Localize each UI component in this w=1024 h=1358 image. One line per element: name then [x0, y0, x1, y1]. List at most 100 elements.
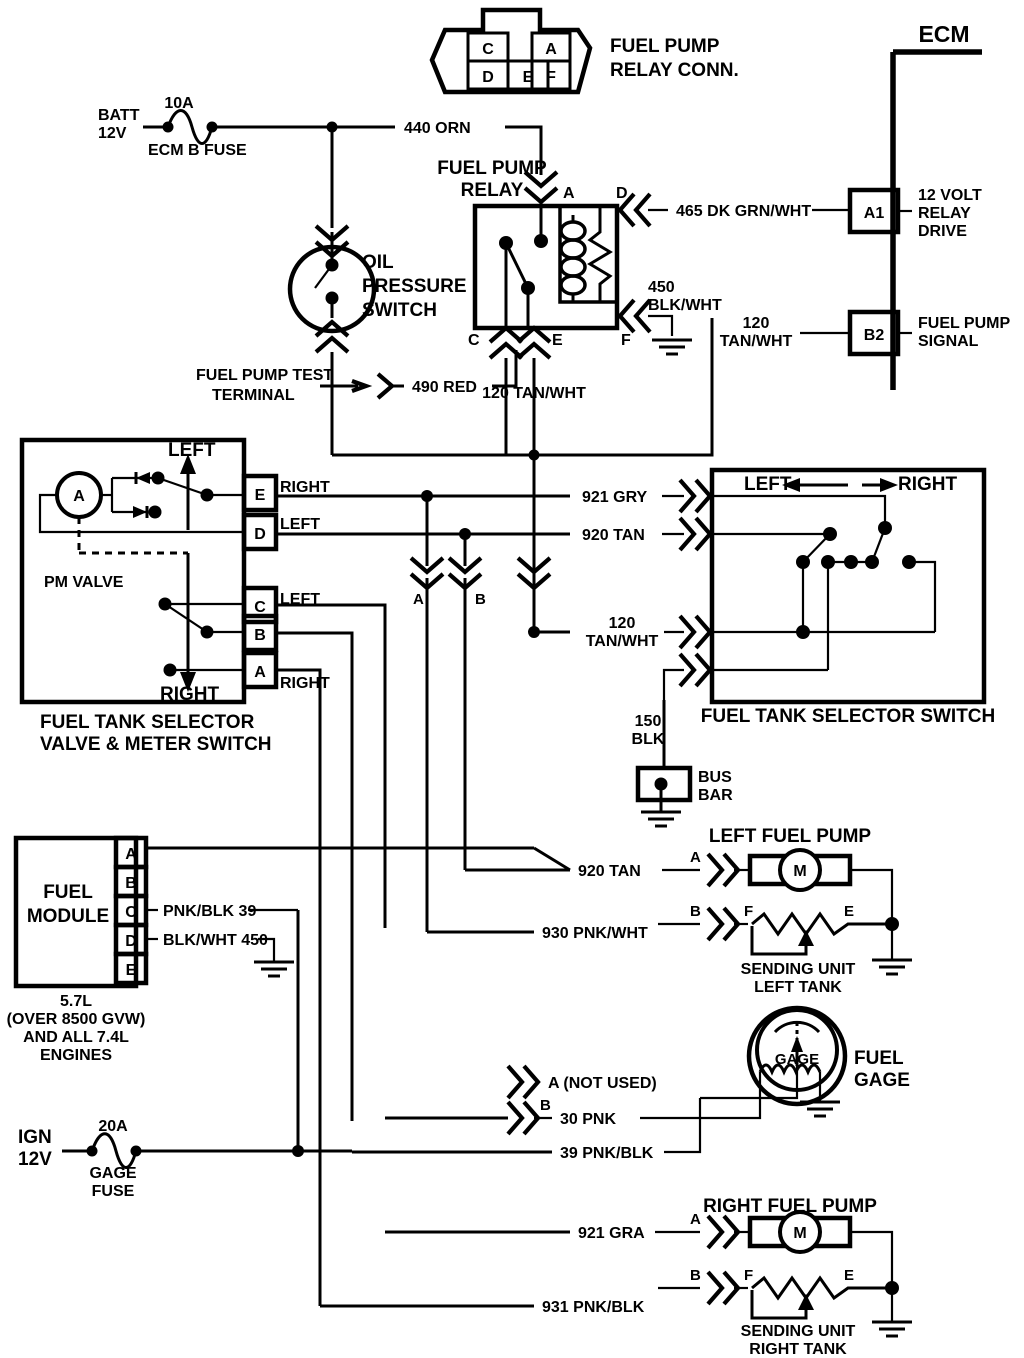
- fuel-module-note-line2: (OVER 8500 GVW): [7, 1011, 146, 1028]
- selector-valve-term-e: E: [255, 487, 266, 504]
- fuel-pump-test-terminal: FUEL PUMP TEST TERMINAL 490 RED: [196, 350, 518, 404]
- left-sender-term-f: F: [744, 903, 753, 920]
- gage-fuse-name-line2: FUSE: [92, 1183, 135, 1200]
- left-fuel-pump: LEFT FUEL PUMP 920 TAN A M 930 PNK/WHT B…: [427, 826, 914, 996]
- fuel-gage-label-line1: FUEL: [854, 1048, 904, 1069]
- fuel-module-name-line1: FUEL: [43, 882, 93, 903]
- batt-label-line2: 12V: [98, 125, 127, 142]
- valve-terminal-routing: [276, 603, 387, 1306]
- ecm-fuse-name: ECM B FUSE: [148, 142, 247, 159]
- wires-921-920: 921 GRY 920 TAN 120 TAN/WHT A B: [276, 480, 710, 932]
- fuel-gage: GAGE FUEL GAGE: [700, 1005, 910, 1120]
- relay-terminal-c: C: [468, 332, 480, 349]
- selector-valve-motor-label: A: [73, 488, 85, 505]
- left-pump-feed-wire: 920 TAN: [578, 863, 641, 880]
- wire-450-line1: 450: [648, 279, 675, 296]
- bus-bar-wire-line2: BLK: [632, 731, 665, 748]
- ecm-pin-a1-line2: RELAY: [918, 205, 971, 222]
- gage-connector: A (NOT USED) B 30 PNK 39 PNK/BLK: [352, 1066, 702, 1162]
- ecm-pin-a1-line3: DRIVE: [918, 223, 967, 240]
- selector-switch-right-label: RIGHT: [898, 474, 958, 495]
- fuel-module-term-b: B: [125, 875, 137, 892]
- wire-120b-line1: 120: [609, 615, 636, 632]
- gage-conn-not-used: A (NOT USED): [548, 1075, 657, 1092]
- relay-conn-cavity-f: F: [546, 69, 556, 86]
- test-terminal-line1: FUEL PUMP TEST: [196, 367, 333, 384]
- relay-conn-label-line2: RELAY CONN.: [610, 60, 739, 81]
- ecm-module: ECM A1 12 VOLT RELAY DRIVE B2 FUEL PUMP …: [847, 21, 1010, 390]
- left-pump-title: LEFT FUEL PUMP: [709, 826, 872, 847]
- oil-pressure-switch-line1: OIL: [362, 252, 394, 273]
- wire-120-line1: 120: [743, 315, 770, 332]
- ign-gage-fuse: IGN 12V 20A GAGE FUSE: [18, 1118, 352, 1200]
- bus-bar-label-line2: BAR: [698, 787, 733, 804]
- batt-label-line1: BATT: [98, 107, 140, 124]
- fuel-module-term-e: E: [126, 962, 137, 979]
- right-sender-label-line2: RIGHT TANK: [749, 1341, 847, 1358]
- selector-valve-term-e-box: [241, 473, 279, 513]
- ign-label-line1: IGN: [18, 1127, 52, 1148]
- selector-valve-term-d-label: LEFT: [280, 516, 320, 533]
- right-pump-feed-pin: A: [690, 1211, 701, 1228]
- fuel-module-name-line2: MODULE: [27, 906, 109, 927]
- wire-490-red: 490 RED: [412, 379, 477, 396]
- fuel-module-term-d: D: [125, 933, 137, 950]
- ecm-pin-b2-id: B2: [864, 327, 885, 344]
- wire-120b-line2: TAN/WHT: [586, 633, 659, 650]
- selector-valve-name-line2: VALVE & METER SWITCH: [40, 734, 272, 755]
- fuel-tank-selector-valve: A LEFT PM VALVE RIGHT: [19, 437, 330, 755]
- fuel-module-wire-c: PNK/BLK 39: [163, 903, 256, 920]
- ign-label-line2: 12V: [18, 1149, 52, 1170]
- left-sender-label-line1: SENDING UNIT: [741, 961, 856, 978]
- bus-bar-label-line1: BUS: [698, 769, 732, 786]
- selector-switch-left-label: LEFT: [744, 474, 792, 495]
- relay-terminal-a: A: [563, 185, 575, 202]
- left-sender-wire: 930 PNK/WHT: [542, 925, 648, 942]
- gage-conn-pin-b: B: [540, 1097, 551, 1114]
- fuel-module-note-line3: AND ALL 7.4L: [23, 1029, 129, 1046]
- fuel-gage-label-line2: GAGE: [854, 1070, 910, 1091]
- relay-label-line1: FUEL PUMP: [437, 158, 547, 179]
- left-sender-pin: B: [690, 903, 701, 920]
- ecm-pin-a1-line1: 12 VOLT: [918, 187, 982, 204]
- left-sender-label-line2: LEFT TANK: [754, 979, 842, 996]
- ecm-pin-a1-id: A1: [864, 205, 885, 222]
- fuel-module-term-c: C: [125, 904, 137, 921]
- relay-conn-cavity-a: A: [545, 41, 557, 58]
- fuel-pump-relay-connector: C A D E F FUEL PUMP RELAY CONN.: [429, 7, 739, 95]
- bus-y455: [332, 449, 712, 461]
- selector-valve-term-e-label: RIGHT: [280, 479, 330, 496]
- relay-terminal-f: F: [621, 332, 631, 349]
- left-pump-motor: M: [793, 863, 806, 880]
- selector-valve-term-d-box: [241, 512, 279, 552]
- selector-valve-term-c: C: [254, 599, 266, 616]
- fuel-module: FUEL MODULE A B C D E PNK/BLK 39 BLK/WHT…: [7, 835, 534, 1150]
- bus-bar: 150 BLK BUS BAR: [632, 700, 733, 828]
- selector-valve-term-d: D: [254, 526, 266, 543]
- batt-ecm-fuse: BATT 12V 10A ECM B FUSE 440 ORN: [98, 95, 543, 175]
- selector-switch-name: FUEL TANK SELECTOR SWITCH: [701, 706, 996, 727]
- fuel-gage-inner-label: GAGE: [775, 1051, 819, 1068]
- gage-fuse-name-line1: GAGE: [89, 1165, 136, 1182]
- right-sender-wire: 931 PNK/BLK: [542, 1299, 645, 1316]
- right-sender-term-e: E: [844, 1267, 854, 1284]
- test-terminal-line2: TERMINAL: [212, 387, 295, 404]
- fuel-module-note-line4: ENGINES: [40, 1047, 112, 1064]
- left-pump-feed-pin: A: [690, 849, 701, 866]
- left-sender-term-e: E: [844, 903, 854, 920]
- selector-valve-left-label: LEFT: [168, 440, 216, 461]
- wire-450-line2: BLK/WHT: [648, 297, 722, 314]
- relay-conn-cavity-e: E: [523, 69, 534, 86]
- fuel-module-term-e-box: [113, 951, 149, 986]
- relay-conn-cavity-c: C: [482, 41, 494, 58]
- wire-440-orn: 440 ORN: [404, 120, 471, 137]
- wire-920-tan: 920 TAN: [582, 527, 645, 544]
- wire-465: 465 DK GRN/WHT: [676, 203, 811, 220]
- right-pump-title: RIGHT FUEL PUMP: [703, 1196, 877, 1217]
- right-pump-motor: M: [793, 1225, 806, 1242]
- wire-120-line2: TAN/WHT: [720, 333, 793, 350]
- right-sender-label-line1: SENDING UNIT: [741, 1323, 856, 1340]
- bus-bar-wire-line1: 150: [635, 713, 662, 730]
- selector-valve-term-b: B: [254, 627, 266, 644]
- right-sender-pin: B: [690, 1267, 701, 1284]
